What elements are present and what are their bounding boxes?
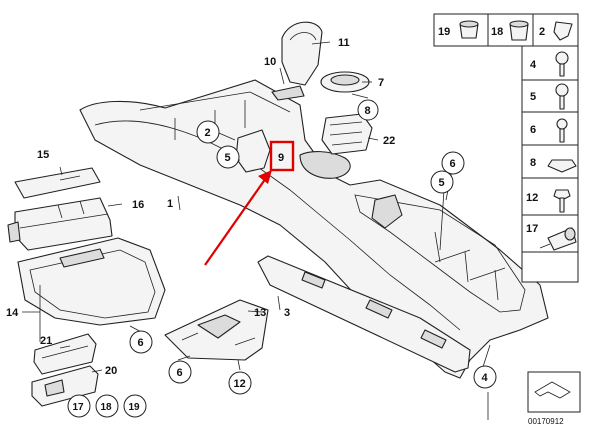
callout-16: 16 [132, 199, 144, 211]
callout-17: 17 [73, 402, 85, 413]
switch-panel-13 [164, 299, 269, 361]
callout-6c: 6 [177, 367, 183, 379]
highlight-box [269, 140, 295, 172]
panel-6: 6 [530, 124, 536, 136]
callout-18: 18 [101, 402, 113, 413]
reference-number: 00170912 [528, 417, 564, 426]
tray-part-16 [7, 197, 113, 251]
callout-20: 20 [105, 365, 117, 377]
callout-5a-circle: 5 [216, 145, 240, 169]
callout-5a: 5 [225, 152, 231, 164]
callout-15: 15 [37, 149, 49, 161]
storage-part-21 [33, 333, 97, 375]
clip-icon [553, 21, 573, 41]
callout-4-circle: 4 [473, 365, 497, 389]
callout-6b-circle: 6 [129, 330, 153, 354]
callout-21: 21 [40, 335, 52, 347]
callout-22: 22 [383, 135, 395, 147]
trim-panel-14 [17, 237, 166, 326]
panel-2: 2 [539, 26, 545, 38]
callout-4: 4 [482, 372, 489, 384]
callout-8-circle: 8 [357, 99, 379, 121]
callout-11: 11 [338, 37, 350, 49]
callout-19: 19 [129, 402, 141, 413]
bolt-icon-6 [556, 118, 568, 143]
callout-18-circle: 18 [95, 394, 119, 418]
panel-4: 4 [530, 59, 537, 71]
callout-8: 8 [365, 105, 371, 117]
panel-5: 5 [530, 91, 536, 103]
side-trim-3 [257, 255, 471, 373]
panel-19: 19 [438, 26, 450, 38]
callout-7: 7 [378, 77, 384, 89]
ring-trim-part [320, 71, 370, 93]
cover-part-15 [14, 167, 101, 199]
callout-12: 12 [234, 378, 246, 390]
callout-5b-circle: 5 [430, 170, 454, 194]
callout-10: 10 [264, 56, 276, 68]
callout-labels: 11 10 7 8 22 2 5 9 15 16 1 6 5 13 3 14 2… [6, 37, 497, 418]
callout-6b: 6 [138, 337, 144, 349]
callout-2: 2 [205, 127, 211, 139]
callout-6a: 6 [450, 158, 456, 170]
screw-icon-12 [553, 189, 571, 213]
screw-icon-5 [555, 83, 569, 110]
callout-6c-circle: 6 [168, 360, 192, 384]
panel-17: 17 [526, 223, 538, 235]
panel-18: 18 [491, 26, 503, 38]
grommet-icon [459, 20, 479, 39]
callout-12-circle: 12 [228, 371, 252, 395]
panel-8: 8 [530, 157, 536, 169]
callout-13: 13 [254, 307, 266, 319]
bracket-frame-part [321, 113, 373, 155]
shift-boot-part [271, 21, 323, 101]
callout-6a-circle: 6 [441, 151, 465, 175]
callout-19-circle: 19 [123, 394, 147, 418]
center-console-body [79, 79, 549, 379]
callout-2-circle: 2 [196, 120, 220, 144]
callout-3: 3 [284, 307, 290, 319]
callout-17-circle: 17 [67, 394, 91, 418]
storage-part-20 [31, 365, 99, 407]
callout-1: 1 [167, 198, 173, 210]
lamp-socket-icon [539, 227, 577, 251]
highlight-arrow [204, 170, 272, 266]
screw-icon-4 [555, 51, 569, 77]
callout-14: 14 [6, 307, 19, 319]
callout-9: 9 [278, 152, 284, 164]
hardware-panel: 19 18 2 4 5 6 [433, 13, 579, 283]
panel-12: 12 [526, 192, 538, 204]
star-nut-icon [547, 159, 577, 173]
reference-box: 00170912 [527, 371, 581, 426]
cap-icon [509, 20, 529, 41]
callout-5b: 5 [439, 177, 445, 189]
